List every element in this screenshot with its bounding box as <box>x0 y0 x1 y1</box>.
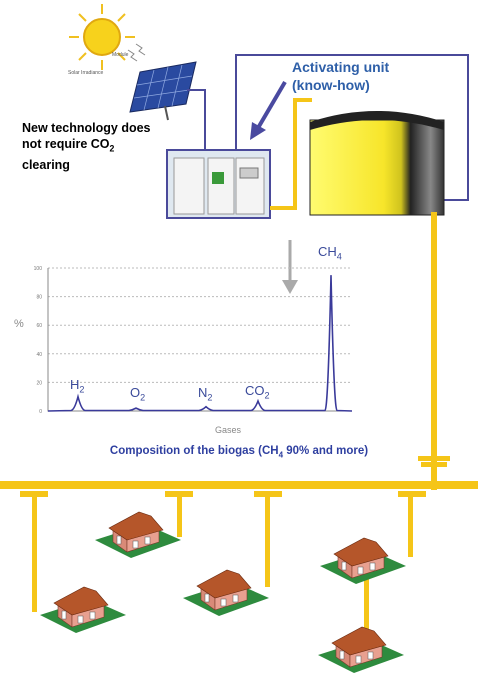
technology-note: New technology does not require CO2 clea… <box>22 121 151 172</box>
y-tick-label: 20 <box>36 380 42 386</box>
module-label: Module <box>112 52 129 58</box>
house-icon <box>318 626 404 673</box>
y-tick-label: 0 <box>39 409 42 415</box>
peak-label-o2: O2 <box>130 385 146 403</box>
house-icon <box>320 537 406 584</box>
x-axis-label: Gases <box>215 425 242 435</box>
gas-chart: 0 20 40 60 80 100 <box>34 266 353 415</box>
y-tick-label: 60 <box>36 323 42 329</box>
y-tick-label: 40 <box>36 352 42 358</box>
peak-label-h2: H2 <box>70 377 85 395</box>
solar-panel-icon <box>129 61 197 121</box>
house-icon <box>40 586 126 633</box>
chart-caption: Composition of the biogas (CH4 90% and m… <box>109 445 369 460</box>
irradiance-arrows <box>127 43 146 62</box>
activating-unit-subtitle: (know-how) <box>292 77 370 93</box>
flow-arrow <box>282 240 298 294</box>
peak-label-co2: CO2 <box>245 383 270 401</box>
peak-label-ch4: CH4 <box>318 244 342 262</box>
control-unit <box>166 149 271 219</box>
peak-label-n2: N2 <box>198 385 213 403</box>
y-tick-label: 100 <box>34 266 43 272</box>
y-tick-label: 80 <box>36 295 42 301</box>
control-pipe <box>270 98 312 210</box>
y-axis-label: % <box>14 318 24 330</box>
house-icon <box>183 569 269 616</box>
gas-pipeline <box>0 212 478 640</box>
power-wires <box>187 54 469 201</box>
sun-icon <box>69 4 135 70</box>
activating-unit-label: Activating unit (know-how) <box>292 58 389 94</box>
activating-unit-title: Activating unit <box>292 59 390 75</box>
pointer-arrow <box>250 80 287 140</box>
gas-series-line <box>47 275 353 412</box>
digester-tank <box>309 111 445 216</box>
irradiance-label: Solar Irradiance <box>68 70 104 76</box>
houses <box>40 511 406 673</box>
house-icon <box>95 511 181 558</box>
